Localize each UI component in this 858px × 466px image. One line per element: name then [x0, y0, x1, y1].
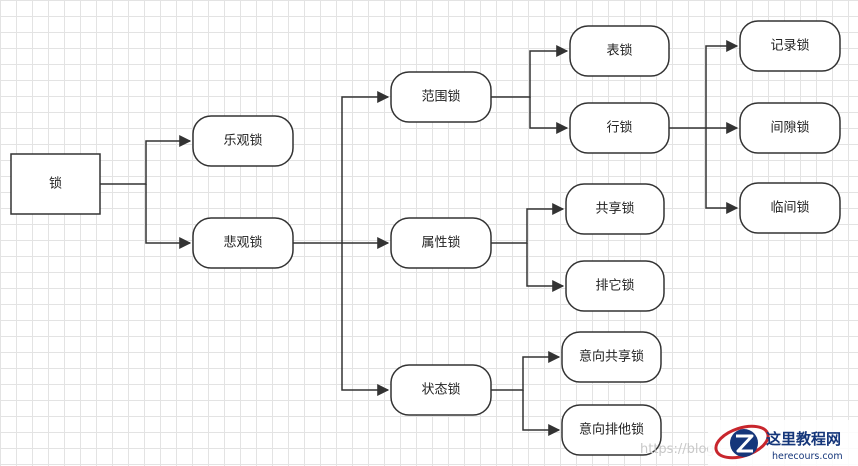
watermark-url: https://blog	[640, 442, 715, 457]
edge-pessimistic-state	[341, 243, 390, 396]
node-attribute-lock-label: 属性锁	[421, 235, 460, 251]
edge-root-optimistic	[100, 135, 192, 185]
node-root-label: 锁	[49, 176, 62, 192]
node-optimistic-lock-label: 乐观锁	[223, 133, 262, 149]
edge-row-next-key	[705, 128, 739, 214]
brand-url: herecours.com	[772, 451, 843, 462]
node-intent-exclusive-lock[interactable]: 意向排他锁	[561, 404, 662, 456]
node-scope-lock-label: 范围锁	[421, 89, 460, 105]
node-record-lock-label: 记录锁	[770, 38, 809, 54]
node-state-lock[interactable]: 状态锁	[390, 364, 492, 416]
node-table-lock-label: 表锁	[606, 43, 632, 59]
edge-state-intent-exclusive	[522, 390, 561, 436]
brand-name: 这里教程网	[766, 430, 841, 448]
edge-attribute-shared	[491, 203, 565, 244]
edge-row-record	[669, 40, 739, 129]
node-pessimistic-lock[interactable]: 悲观锁	[192, 217, 294, 269]
node-optimistic-lock[interactable]: 乐观锁	[192, 115, 294, 167]
edge-state-intent-shared	[491, 351, 561, 391]
node-table-lock[interactable]: 表锁	[569, 25, 670, 77]
node-attribute-lock[interactable]: 属性锁	[390, 217, 492, 269]
node-intent-shared-lock-label: 意向共享锁	[579, 349, 644, 365]
edge-scope-row	[529, 97, 569, 134]
node-row-lock[interactable]: 行锁	[569, 102, 670, 154]
brand-watermark: 这里教程网 herecours.com	[708, 420, 858, 466]
node-pessimistic-lock-label: 悲观锁	[223, 235, 262, 251]
node-scope-lock[interactable]: 范围锁	[390, 71, 492, 123]
node-state-lock-label: 状态锁	[421, 382, 460, 398]
connectors	[100, 40, 739, 436]
node-exclusive-lock-label: 排它锁	[595, 278, 634, 294]
node-exclusive-lock[interactable]: 排它锁	[565, 260, 665, 312]
edge-root-pessimistic	[145, 184, 192, 249]
edge-attribute-exclusive	[526, 243, 565, 292]
node-intent-shared-lock[interactable]: 意向共享锁	[561, 331, 662, 383]
edge-scope-table	[491, 45, 569, 98]
brand-logo-icon	[714, 424, 770, 460]
node-record-lock[interactable]: 记录锁	[739, 20, 841, 72]
node-root[interactable]: 锁	[10, 153, 101, 215]
edge-pessimistic-scope	[293, 91, 390, 244]
node-next-key-lock[interactable]: 临间锁	[739, 182, 841, 234]
node-gap-lock-label: 间隙锁	[770, 120, 809, 136]
node-intent-exclusive-lock-label: 意向排他锁	[579, 422, 644, 438]
node-shared-lock[interactable]: 共享锁	[565, 183, 665, 235]
node-next-key-lock-label: 临间锁	[770, 200, 809, 216]
node-gap-lock[interactable]: 间隙锁	[739, 102, 841, 154]
node-row-lock-label: 行锁	[606, 120, 632, 136]
node-shared-lock-label: 共享锁	[595, 201, 634, 217]
